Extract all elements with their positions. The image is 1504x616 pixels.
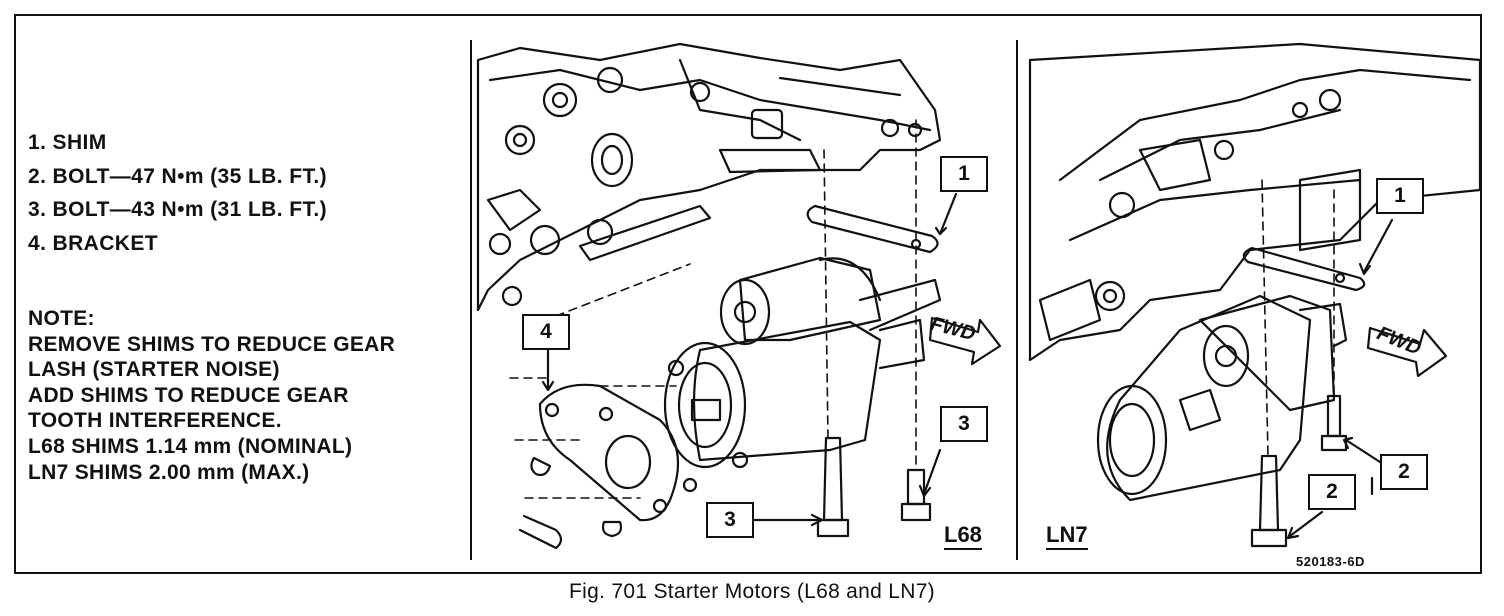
note-line: TOOTH INTERFERENCE.: [28, 409, 282, 433]
l68-shim: [806, 204, 939, 254]
ln7-starter-motor: [1096, 294, 1348, 502]
legend-item-bolt-47: 2. BOLT—47 N•m (35 LB. FT.): [28, 164, 327, 188]
l68-callout-bracket: 4: [522, 314, 570, 350]
parts-legend: 1. SHIM 2. BOLT—47 N•m (35 LB. FT.) 3. B…: [28, 126, 458, 260]
panel-divider-right: [1016, 40, 1018, 560]
ln7-fwd-arrow: [1366, 326, 1448, 378]
note-line: LASH (STARTER NOISE): [28, 358, 280, 382]
ln7-callout-shim: 1: [1376, 178, 1424, 214]
panel-divider-left: [470, 40, 472, 560]
ln7-panel-label: LN7: [1046, 524, 1088, 550]
l68-panel-label: L68: [944, 524, 982, 550]
legend-item-shim: 1. SHIM: [28, 131, 107, 154]
l68-starter-motor: [663, 256, 942, 493]
ln7-callout-bolt-b: 2: [1308, 474, 1356, 510]
l68-callout-bolt-right: 3: [940, 406, 988, 442]
figure-frame: [14, 14, 1482, 574]
l68-engine-block: [476, 42, 942, 312]
l68-bolt-front: [822, 436, 844, 522]
note-line: REMOVE SHIMS TO REDUCE GEAR: [28, 332, 396, 356]
ln7-callout-bolt-a: 2: [1380, 454, 1428, 490]
figure-caption: Fig. 701 Starter Motors (L68 and LN7): [569, 580, 935, 603]
part-number: 520183-6D: [1296, 554, 1365, 569]
ln7-bolt-a: [1258, 454, 1280, 532]
legend-item-bracket: 4. BRACKET: [28, 231, 159, 255]
note-line: ADD SHIMS TO REDUCE GEAR: [28, 383, 349, 407]
ln7-engine-block: [1028, 42, 1482, 362]
l68-bolt-right: [906, 468, 926, 506]
legend-item-bolt-43: 3. BOLT—43 N•m (31 LB. FT.): [28, 198, 327, 222]
l68-fwd-arrow: [928, 316, 1002, 366]
ln7-shim: [1242, 246, 1366, 292]
note-line: L68 SHIMS 1.14 mm (NOMINAL): [28, 435, 353, 459]
l68-bracket: [518, 383, 680, 550]
note-heading: NOTE:: [28, 307, 95, 330]
shim-note: NOTE: REMOVE SHIMS TO REDUCE GEAR LASH (…: [28, 306, 468, 485]
l68-callout-shim: 1: [940, 156, 988, 192]
note-line: LN7 SHIMS 2.00 mm (MAX.): [28, 460, 310, 484]
l68-callout-bolt-front: 3: [706, 502, 754, 538]
